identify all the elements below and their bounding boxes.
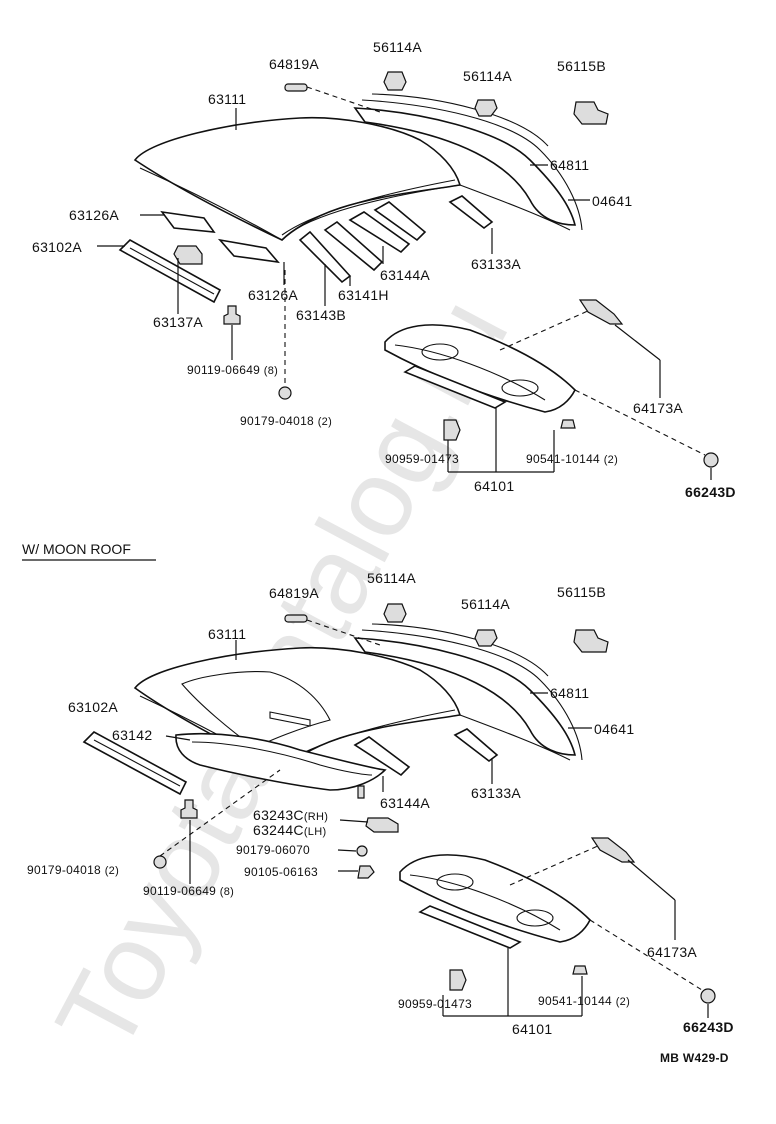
label-63133A: 63133A bbox=[471, 256, 521, 272]
label-64811: 64811 bbox=[550, 157, 589, 173]
label-64101: 64101 bbox=[474, 478, 514, 494]
bottom-clip-parts bbox=[284, 603, 609, 653]
bottom-package-tray-drawing bbox=[399, 837, 716, 1004]
label-64819A: 64819A bbox=[269, 56, 319, 72]
label-04641-moonroof: 04641 bbox=[594, 721, 634, 737]
package-tray-drawing bbox=[384, 299, 719, 468]
label-63111-moonroof: 63111 bbox=[208, 626, 246, 642]
figure-code: MB W429-D bbox=[660, 1051, 729, 1065]
top-leader-lines bbox=[97, 86, 712, 480]
label-90959-01473-moonroof: 90959-01473 bbox=[398, 997, 472, 1011]
top-assembly: 64819A 56114A 56114A 56115B 63111 64811 … bbox=[32, 39, 736, 500]
label-90179-04018-moonroof: 90179-04018 (2) bbox=[27, 863, 119, 877]
label-63126A-2: 63126A bbox=[248, 287, 298, 303]
label-63102A: 63102A bbox=[32, 239, 82, 255]
label-66243D-moonroof: 66243D bbox=[683, 1019, 734, 1035]
bottom-fasteners bbox=[153, 785, 399, 879]
label-63144A-moonroof: 63144A bbox=[380, 795, 430, 811]
label-64173A: 64173A bbox=[633, 400, 683, 416]
label-63244C: 63244C(LH) bbox=[253, 822, 326, 838]
label-56114A-2: 56114A bbox=[463, 68, 512, 84]
label-90959-01473: 90959-01473 bbox=[385, 452, 459, 466]
label-66243D: 66243D bbox=[685, 484, 736, 500]
label-90119-06649: 90119-06649 (8) bbox=[187, 363, 278, 377]
label-56114A-2-moonroof: 56114A bbox=[461, 596, 510, 612]
label-90541-10144: 90541-10144 (2) bbox=[526, 452, 618, 466]
label-63243C: 63243C(RH) bbox=[253, 807, 328, 823]
label-56115B: 56115B bbox=[557, 58, 606, 74]
label-63137A: 63137A bbox=[153, 314, 203, 330]
label-90105-06163: 90105-06163 bbox=[244, 865, 318, 879]
label-63144A: 63144A bbox=[380, 267, 430, 283]
label-63102A-moonroof: 63102A bbox=[68, 699, 118, 715]
clip-parts bbox=[284, 71, 609, 125]
bottom-leader-lines bbox=[159, 619, 709, 1018]
label-64173A-moonroof: 64173A bbox=[647, 944, 697, 960]
label-63133A-moonroof: 63133A bbox=[471, 785, 521, 801]
rear-glass-drawing bbox=[353, 93, 583, 231]
label-56115B-moonroof: 56115B bbox=[557, 584, 606, 600]
section-title-moon-roof: W/ MOON ROOF bbox=[22, 541, 131, 557]
roof-pads bbox=[160, 210, 280, 264]
label-64819A-moonroof: 64819A bbox=[269, 585, 319, 601]
bottom-front-rail-drawing bbox=[82, 728, 499, 796]
roof-bows-drawing bbox=[298, 195, 494, 284]
label-63142: 63142 bbox=[112, 727, 152, 743]
label-56114A-1: 56114A bbox=[373, 39, 422, 55]
label-63126A-1: 63126A bbox=[69, 207, 119, 223]
label-90179-04018: 90179-04018 (2) bbox=[240, 414, 332, 428]
label-90179-06070: 90179-06070 bbox=[236, 843, 310, 857]
label-63143B: 63143B bbox=[296, 307, 346, 323]
front-rail-drawing bbox=[118, 239, 222, 304]
label-63141H: 63141H bbox=[338, 287, 389, 303]
label-63111: 63111 bbox=[208, 91, 246, 107]
label-56114A-1-moonroof: 56114A bbox=[367, 570, 416, 586]
label-64101-moonroof: 64101 bbox=[512, 1021, 552, 1037]
label-90119-06649-moonroof: 90119-06649 (8) bbox=[143, 884, 234, 898]
label-64811-moonroof: 64811 bbox=[550, 685, 589, 701]
bottom-assembly: 64819A 56114A 56114A 56115B 63111 64811 … bbox=[27, 570, 734, 1037]
label-04641: 04641 bbox=[592, 193, 632, 209]
label-90541-10144-moonroof: 90541-10144 (2) bbox=[538, 994, 630, 1008]
top-fasteners bbox=[223, 305, 292, 400]
